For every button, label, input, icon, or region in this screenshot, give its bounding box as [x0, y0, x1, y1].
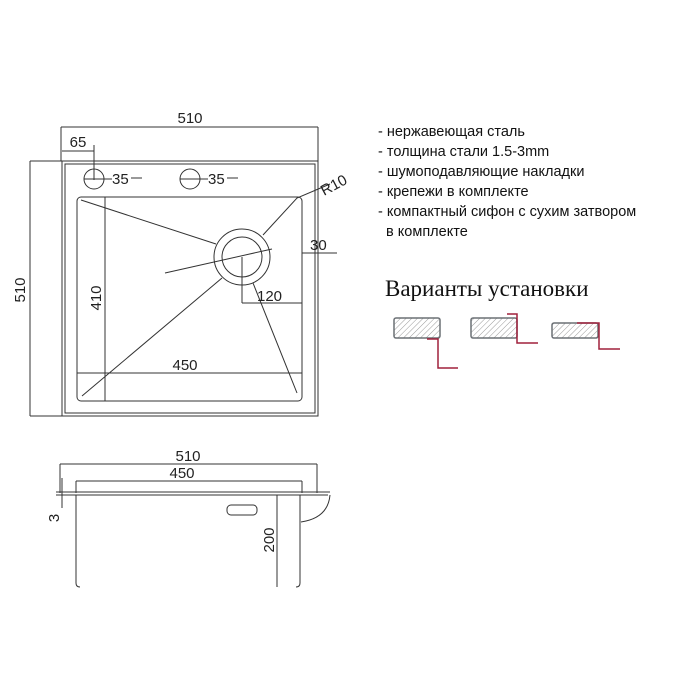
- install-variants-heading: Варианты установки: [385, 276, 589, 301]
- drain-offset-label: 120: [257, 288, 282, 305]
- width-label: 510: [177, 110, 202, 127]
- feature-item: - нержавеющая сталь: [378, 124, 525, 140]
- side-view: 510 450 3 200: [46, 448, 331, 588]
- feature-item: - крепежи в комплекте: [378, 184, 529, 200]
- bowl-width-label: 450: [172, 357, 197, 374]
- bowl-outline: [76, 196, 303, 402]
- sink-rim: [64, 163, 316, 414]
- overflow-slot: [226, 504, 258, 516]
- install-variant-flush: [393, 317, 458, 369]
- radius-label: R10: [318, 172, 350, 200]
- side-bowl-width-label: 450: [169, 465, 194, 482]
- feature-item: - шумоподавляющие накладки: [378, 164, 585, 180]
- hole2-label: 35: [208, 171, 225, 188]
- sink-outline: [61, 160, 319, 417]
- top-view: 510 510 65 35 35 R10 410 450 30: [12, 110, 350, 417]
- feature-item: - компактный сифон с сухим затвором: [378, 204, 637, 220]
- install-variant-top: [470, 313, 538, 344]
- thickness-label: 3: [46, 514, 63, 522]
- height-label: 200: [261, 527, 278, 552]
- hole1-label: 35: [112, 171, 129, 188]
- drain-edge-label: 30: [310, 237, 327, 254]
- bowl-depth-label: 410: [88, 285, 105, 310]
- side-width-label: 510: [175, 448, 200, 465]
- bowl-side-profile: [75, 495, 301, 588]
- hole-offset-label: 65: [70, 134, 87, 151]
- depth-label: 510: [12, 277, 29, 302]
- feature-item: - толщина стали 1.5-3mm: [378, 144, 550, 160]
- rim-arc: [300, 494, 331, 523]
- install-variant-under: [551, 322, 620, 350]
- feature-item: в комплекте: [378, 224, 468, 240]
